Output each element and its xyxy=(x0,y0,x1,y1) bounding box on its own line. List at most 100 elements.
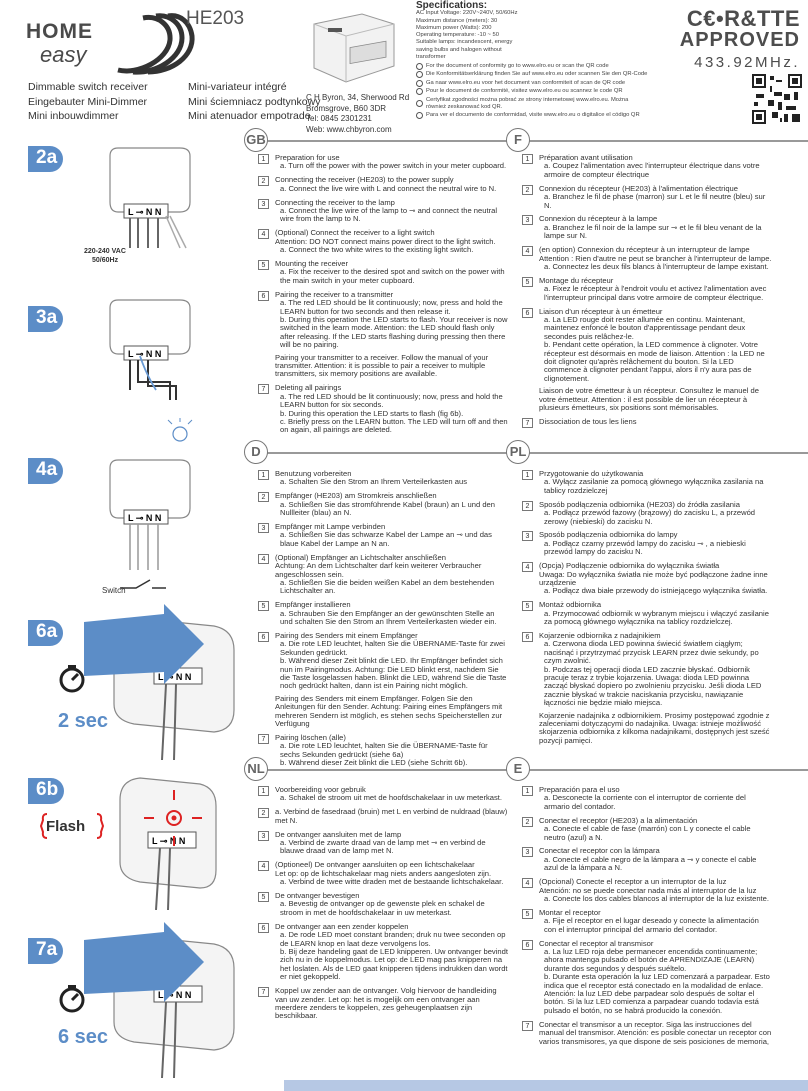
conformity-line: Pour le document de conformité, visitez … xyxy=(416,88,648,96)
model-number: HE203 xyxy=(186,8,245,29)
address-line: Tel: 0845 2301231 xyxy=(306,114,372,123)
svg-text:L ⊸ N N: L ⊸ N N xyxy=(152,836,185,846)
receiver-device-image xyxy=(302,10,402,88)
step-text: (en option) Connexion du récepteur à un … xyxy=(539,245,750,255)
duration-2-sec: 2 sec xyxy=(58,710,109,732)
address-line: Web: www.chbyron.com xyxy=(306,124,392,134)
step-text: a. Conecte los dos cables blancos al int… xyxy=(544,893,769,903)
step-text: Atención: no se puede conectar nada más … xyxy=(539,885,757,895)
step-text: Attention : Rien d'autre ne peut se bran… xyxy=(539,253,772,263)
duration-6-sec: 6 sec xyxy=(58,1026,109,1048)
product-name: Mini atenuador empotrado xyxy=(188,110,311,122)
step-number: 5 xyxy=(522,908,533,919)
home-easy-logo: HOME easy xyxy=(26,8,195,83)
section-badge-e: E xyxy=(506,757,530,781)
step-text: Empfänger installieren xyxy=(275,600,351,610)
step-number: 3 xyxy=(522,847,533,858)
step-number: 4 xyxy=(522,246,533,257)
step-text: b. Podczas tej operacji dioda LED zaczni… xyxy=(544,664,762,708)
step-number: 6 xyxy=(258,290,269,301)
instruction-step: 4(Optioneel) De ontvanger aansluiten op … xyxy=(258,860,508,886)
step-text: Liaison d'un récepteur à un émetteur xyxy=(539,306,663,316)
logo-home-text: HOME xyxy=(26,20,93,43)
svg-text:L ⊸ N N: L ⊸ N N xyxy=(128,207,161,217)
flash-bracket-right-icon xyxy=(96,813,104,839)
section-badge-nl: NL xyxy=(244,757,268,781)
step-text: De ontvanger bevestigen xyxy=(275,891,360,901)
step-text: a. Schakel de stroom uit met de hoofdsch… xyxy=(280,793,503,803)
step-text: a. Przymocować odbiornik w wybranym miej… xyxy=(544,608,769,627)
step-number: 7 xyxy=(522,417,533,428)
step-text: Benutzung vorbereiten xyxy=(275,469,352,478)
svg-text:L ⊸ N N: L ⊸ N N xyxy=(128,349,161,359)
step-text: Pairing löschen (alle) xyxy=(275,732,346,742)
step-text: b. Pendant cette opération, la LED comme… xyxy=(544,340,765,383)
step-number: 2 xyxy=(258,176,269,187)
figure-4a-switch-wiring: L ⊸ N N xyxy=(109,459,191,589)
step-text: a. La LED rouge doit rester allumée en c… xyxy=(544,315,746,341)
product-name: Eingebauter Mini-Dimmer xyxy=(28,95,148,108)
step-text: a. Connectez les deux fils blancs à l'in… xyxy=(544,261,769,271)
step-number: 4 xyxy=(258,553,269,564)
step-text: a. Fije el receptor en el lugar deseado … xyxy=(544,916,759,934)
frequency-label: 50/60Hz xyxy=(92,257,119,264)
figure-2a-wiring: L ⊸ N N xyxy=(109,147,191,249)
step-text: a. Czerwona dioda LED powinna świecić św… xyxy=(544,639,759,666)
step-number: 4 xyxy=(522,878,533,889)
step-text: Connexion du récepteur (HE203) à l'alime… xyxy=(539,183,739,193)
step-number: 2 xyxy=(258,808,269,819)
instruction-step: 4 (en option) Connexion du récepteur à un… xyxy=(522,245,772,271)
step-text: Attention: DO NOT connect mains power di… xyxy=(275,236,496,246)
voltage-label: 220-240 VAC xyxy=(84,248,126,255)
step-text: a. Conecte el cable de fase (marrón) con… xyxy=(544,824,751,842)
step-text: a. Connect the live wire of the lamp to … xyxy=(280,206,498,224)
step-text: a. The red LED should be lit continuousl… xyxy=(280,298,503,316)
timer-icon xyxy=(59,985,85,1013)
flag-icon xyxy=(416,112,423,120)
step-text: a. Verbind de fasedraad (bruin) met L en… xyxy=(275,807,508,825)
step-number: 1 xyxy=(258,470,269,480)
step-text: Let op: op de lichtschakelaar mag niets … xyxy=(275,868,492,878)
step-text: (Opcja) Podłączenie odbiornika do wyłącz… xyxy=(539,561,720,571)
step-text: Empfänger mit Lampe verbinden xyxy=(275,522,386,532)
section-divider xyxy=(254,140,808,142)
step-text: (Optional) Empfänger an Lichtschalter an… xyxy=(275,552,446,562)
logo-swirl-icon xyxy=(117,13,195,75)
step-text: Achtung: An dem Lichtschalter darf kein … xyxy=(275,561,482,579)
footer-bar xyxy=(284,1080,808,1091)
step-text: Pairing your transmitter to a receiver. … xyxy=(275,352,489,379)
address-line: C H Byron, 34, Sherwood Rd xyxy=(306,93,410,102)
conformity-line: Certyfikat zgodności można pobrać ze str… xyxy=(416,97,648,112)
step-text: Sposób podłączenia odbiornika (HE203) do… xyxy=(539,499,740,509)
spec-line: Maximum distance (meters): 30 xyxy=(416,17,498,24)
figure-tag-2a: 2a xyxy=(28,146,64,172)
svg-text:L ⊸ N N: L ⊸ N N xyxy=(128,513,161,523)
step-number: 3 xyxy=(258,523,269,534)
conformity-line: For the document of conformity go to www… xyxy=(416,63,648,70)
specifications: Specifications: AC Input Voltage: 220V~2… xyxy=(416,0,648,120)
step-text: Conectar el receptor con la lámpara xyxy=(539,846,660,856)
flag-icon xyxy=(416,88,423,96)
step-text: Pairing des Senders mit einem Empfänger xyxy=(275,631,418,640)
flag-icon xyxy=(416,71,423,79)
instruction-step: 4 (Optional) Empfänger an Lichtschalter a… xyxy=(258,552,508,596)
step-number: 6 xyxy=(522,632,533,642)
step-text: Voorbereiding voor gebruik xyxy=(275,785,366,794)
instruction-step: 4(Optional) Connect the receiver to a li… xyxy=(258,228,508,254)
flash-label: Flash xyxy=(46,818,86,835)
